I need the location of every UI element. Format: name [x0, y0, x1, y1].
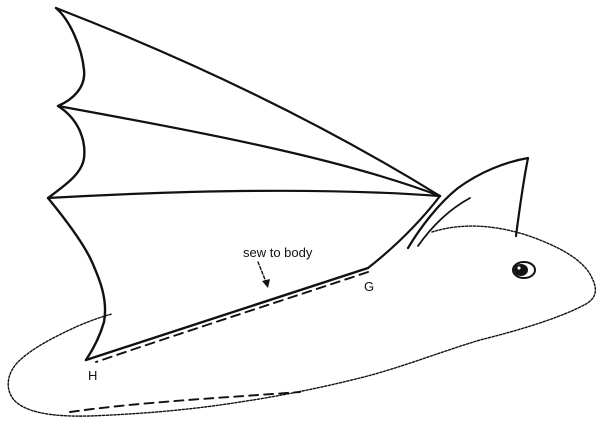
- point-g-label: G: [364, 279, 374, 294]
- sew-seam-line: [96, 272, 368, 362]
- point-h-label: H: [88, 368, 97, 383]
- wing-bone-upper: [58, 106, 440, 196]
- wing-bone-lower: [48, 191, 440, 198]
- body-bottom-seam: [70, 392, 300, 412]
- sew-to-body-label: sew to body: [243, 245, 313, 260]
- wing-outer-edge: [48, 8, 105, 360]
- bat-eye: [513, 262, 535, 278]
- annotation-arrow: [258, 262, 270, 288]
- wing-inner-edge: [86, 268, 368, 360]
- wing-top-edge: [56, 8, 440, 196]
